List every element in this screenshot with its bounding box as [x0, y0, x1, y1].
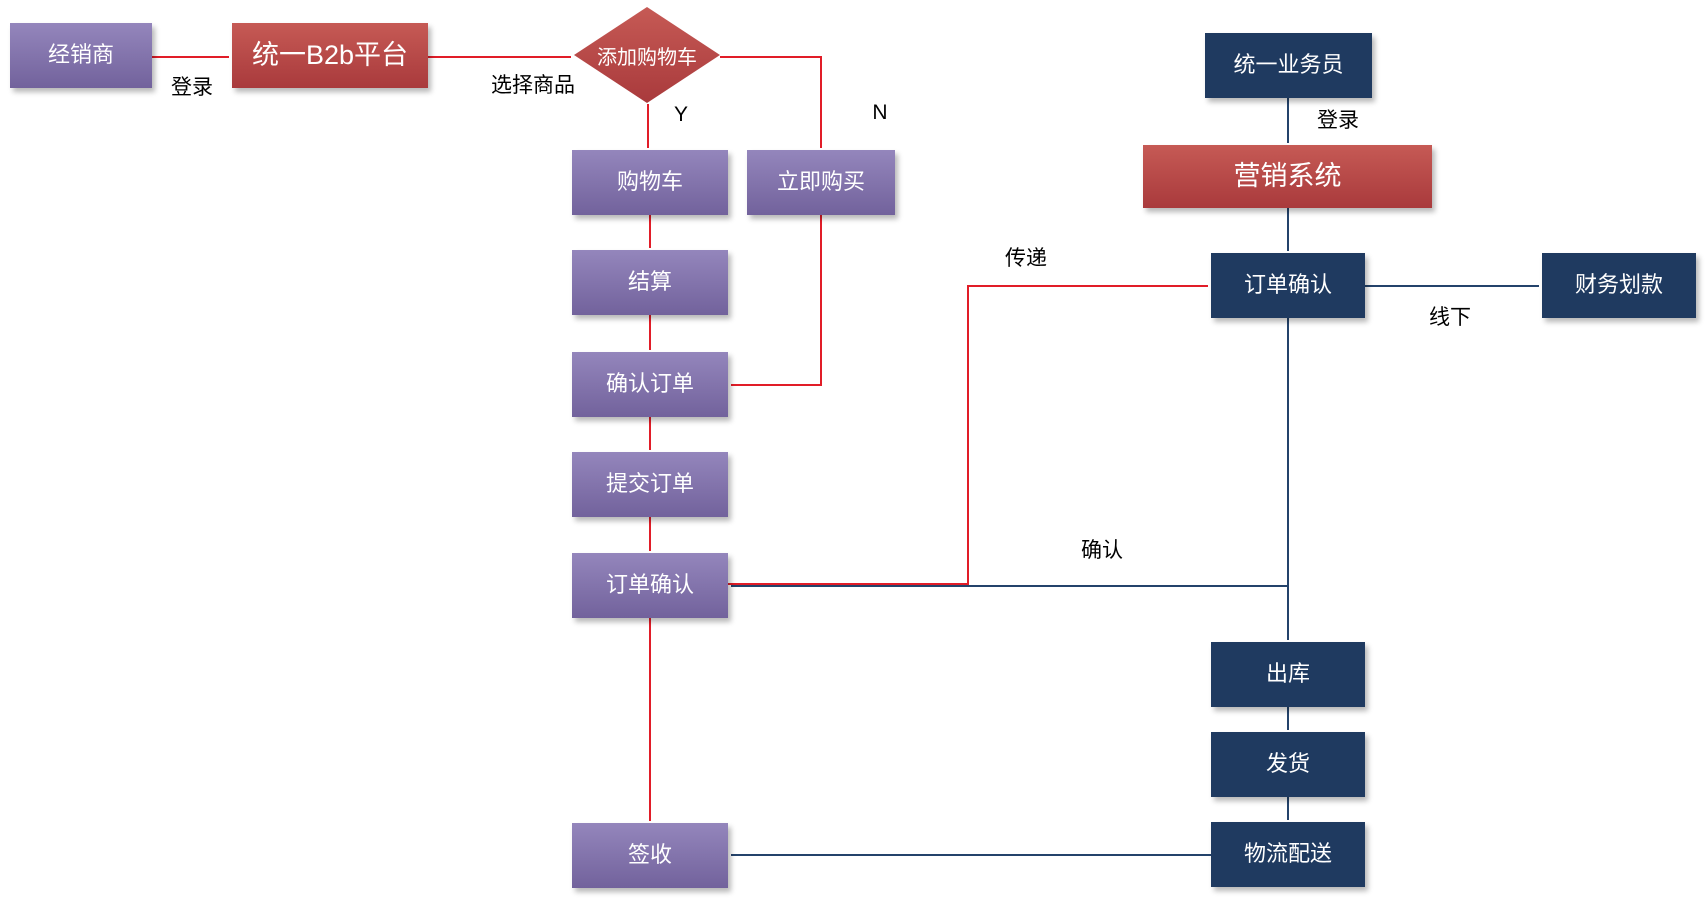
node-order-confirm-sales: 订单确认 — [1211, 253, 1365, 318]
node-salesman-label: 统一业务员 — [1233, 52, 1344, 78]
edge-buy-now-to-confirm — [731, 215, 822, 386]
node-b2b-platform: 统一B2b平台 — [232, 23, 428, 88]
edge-label-yes: Y — [673, 103, 689, 126]
node-marketing-system: 营销系统 — [1143, 145, 1432, 208]
node-submit-order-label: 提交订单 — [605, 471, 694, 497]
node-checkout-label: 结算 — [627, 269, 672, 295]
edge-label-select-goods: 选择商品 — [491, 74, 575, 97]
edge-label-no: N — [872, 101, 888, 124]
node-ship: 发货 — [1211, 732, 1365, 797]
edge-label-login-dealer: 登录 — [171, 76, 213, 99]
node-cart: 购物车 — [572, 150, 728, 215]
edge-label-transfer: 传递 — [1005, 247, 1047, 270]
node-ship-label: 发货 — [1265, 751, 1310, 777]
edge-label-login-salesman: 登录 — [1317, 109, 1359, 132]
node-submit-order: 提交订单 — [572, 452, 728, 517]
node-sign-receipt-label: 签收 — [627, 842, 672, 868]
node-order-confirm-dealer: 订单确认 — [572, 553, 728, 618]
node-confirm-order-label: 确认订单 — [605, 371, 694, 397]
node-outbound-label: 出库 — [1265, 661, 1310, 687]
edge-label-confirm: 确认 — [1081, 539, 1123, 562]
node-finance-transfer-label: 财务划款 — [1574, 272, 1663, 298]
edge-transfer-to-sales — [728, 285, 1208, 585]
node-add-cart-decision-label: 添加购物车 — [597, 46, 697, 69]
node-order-confirm-dealer-label: 订单确认 — [605, 572, 694, 598]
node-dealer: 经销商 — [10, 23, 152, 88]
node-order-confirm-sales-label: 订单确认 — [1243, 272, 1332, 298]
node-buy-now: 立即购买 — [747, 150, 895, 215]
edge-decision-no-to-buy-now — [720, 56, 822, 148]
node-b2b-platform-label: 统一B2b平台 — [251, 39, 409, 70]
node-sign-receipt: 签收 — [572, 823, 728, 888]
node-confirm-order: 确认订单 — [572, 352, 728, 417]
node-marketing-system-label: 营销系统 — [1233, 160, 1342, 191]
node-finance-transfer: 财务划款 — [1542, 253, 1696, 318]
edge-label-offline: 线下 — [1429, 306, 1471, 329]
node-logistics: 物流配送 — [1211, 822, 1365, 887]
node-salesman: 统一业务员 — [1205, 33, 1372, 98]
node-dealer-label: 经销商 — [47, 42, 114, 68]
node-logistics-label: 物流配送 — [1243, 841, 1332, 867]
node-checkout: 结算 — [572, 250, 728, 315]
node-buy-now-label: 立即购买 — [776, 169, 865, 195]
node-outbound: 出库 — [1211, 642, 1365, 707]
node-cart-label: 购物车 — [616, 169, 683, 195]
